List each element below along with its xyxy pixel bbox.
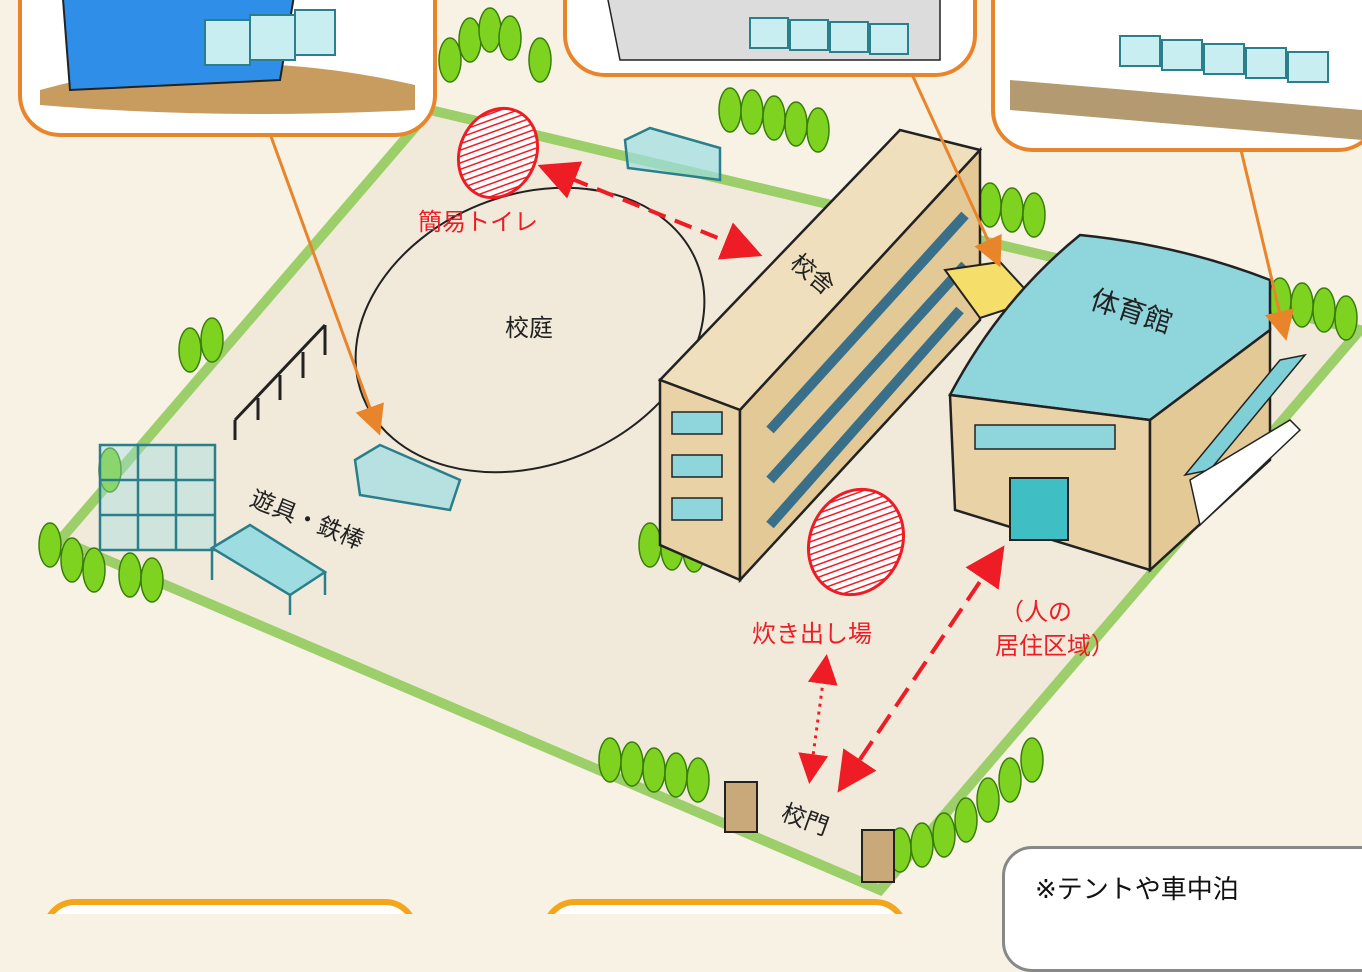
map-illustration [18,0,1362,914]
callout-bottom-left [47,899,413,914]
residence-label-line2: 居住区域） [995,632,1115,660]
arrow-gate-to-gym [837,545,1005,793]
schoolyard-label: 校庭 [505,314,553,342]
callout-arrow-middle [908,69,1002,268]
cooking-area-label: 炊き出し場 [752,620,872,648]
soccer-goal-left [353,443,462,512]
toilet-marker [456,106,540,200]
jungle-gym [98,443,217,552]
schoolyard-track [354,186,706,474]
evacuation-layout-map: 簡易トイレ 校庭 校舎 体育館 遊具・鉄棒 炊き出し場 （人の 居住区域） 校門… [18,0,1362,972]
bench [209,523,328,615]
callout-left [18,0,437,137]
note-text: ※テントや車中泊 [1035,875,1239,905]
gate-pillar-left [724,781,758,833]
callout-right [991,0,1362,152]
iron-bar [233,323,327,440]
callout-bottom-middle [547,899,903,914]
callout-middle [563,0,977,77]
toilet-label: 簡易トイレ [418,208,538,236]
gate-pillar-right [861,829,895,883]
callout-arrow-left [263,119,384,436]
residence-label-line1: （人の [1000,598,1072,626]
gymnasium [948,233,1307,573]
arrow-toilet-to-building [537,161,763,260]
school-building [657,128,983,584]
note-box: ※テントや車中泊 [1002,846,1362,972]
